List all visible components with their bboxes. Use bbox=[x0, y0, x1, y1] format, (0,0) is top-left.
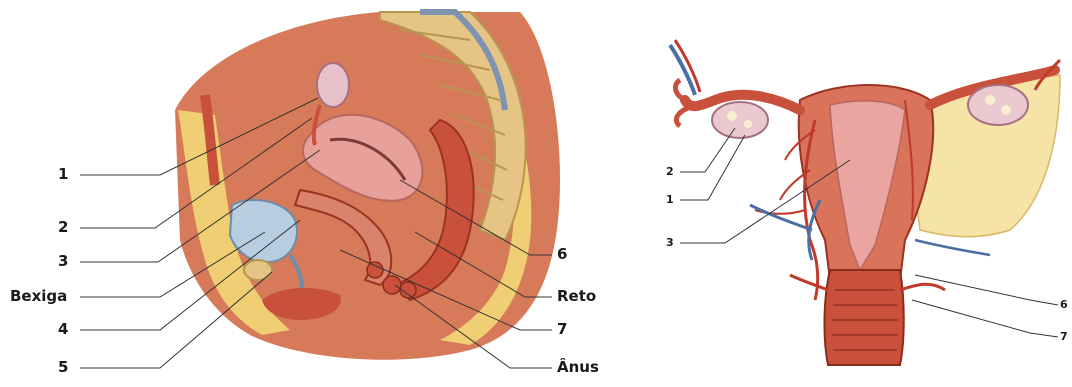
label-1: 1 bbox=[58, 167, 68, 182]
label-right-1: 1 bbox=[666, 194, 674, 205]
label-reto: Reto bbox=[557, 289, 596, 304]
uterus-posterior-view-illustration bbox=[670, 40, 1060, 365]
label-right-2: 2 bbox=[666, 166, 674, 177]
vagina-tube bbox=[824, 270, 903, 365]
ovary bbox=[317, 63, 349, 107]
label-bexiga: Bexiga bbox=[10, 289, 67, 304]
ovary-right bbox=[968, 85, 1028, 125]
label-anus: Ânus bbox=[557, 360, 599, 375]
label-4: 4 bbox=[58, 322, 68, 337]
pubic-bone bbox=[244, 260, 272, 280]
label-5: 5 bbox=[58, 360, 68, 375]
label-right-7: 7 bbox=[1060, 331, 1068, 342]
label-right-6: 6 bbox=[1060, 299, 1068, 310]
sagittal-pelvis-illustration bbox=[80, 12, 560, 368]
label-7: 7 bbox=[557, 322, 567, 337]
label-6: 6 bbox=[557, 247, 567, 262]
ovary-left bbox=[712, 102, 768, 138]
label-right-3: 3 bbox=[666, 237, 674, 248]
label-3: 3 bbox=[58, 254, 68, 269]
label-2: 2 bbox=[58, 220, 68, 235]
